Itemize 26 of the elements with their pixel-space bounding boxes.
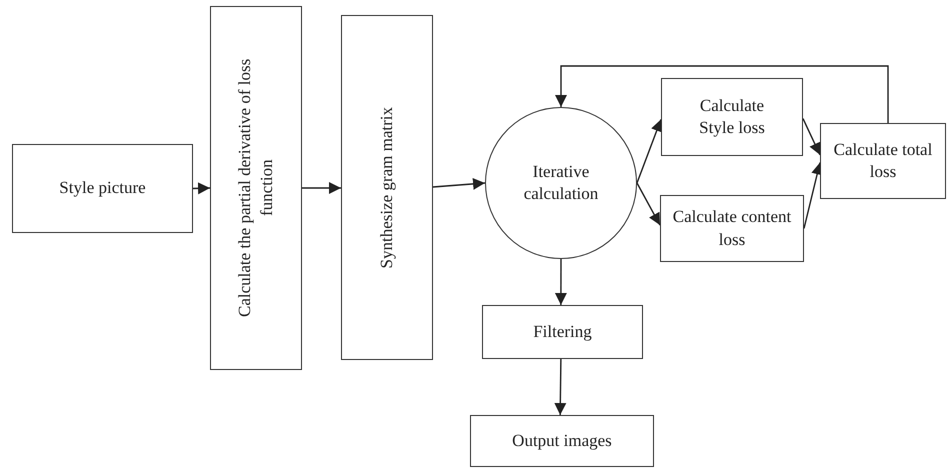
arrow: [432, 178, 486, 190]
arrow: [554, 259, 567, 305]
arrow: [554, 359, 566, 415]
process-box: [12, 144, 193, 233]
process-box: [341, 15, 433, 360]
node-label: Synthesize gram matrix: [376, 106, 397, 268]
node-label: Calculate total loss: [832, 138, 934, 183]
process-box: [210, 6, 302, 370]
node-label: Calculate Style loss: [698, 94, 766, 139]
process-box: [482, 305, 643, 359]
node-label: Calculate the partial derivative of loss function: [234, 58, 277, 320]
arrow: [555, 65, 889, 123]
node-label: Style picture: [58, 177, 147, 200]
node-label: Filtering: [532, 320, 593, 343]
arrow: [802, 118, 821, 156]
process-box: [661, 78, 803, 156]
arrow: [636, 182, 661, 226]
arrow: [192, 182, 210, 194]
process-box: [470, 415, 654, 467]
node-label: Iterative calculation: [522, 160, 600, 205]
arrow: [636, 119, 662, 184]
node-label: Calculate content loss: [672, 206, 792, 250]
process-box: [660, 195, 804, 262]
process-box: [820, 123, 946, 199]
arrow: [302, 182, 341, 194]
node-label: Output images: [511, 430, 613, 452]
